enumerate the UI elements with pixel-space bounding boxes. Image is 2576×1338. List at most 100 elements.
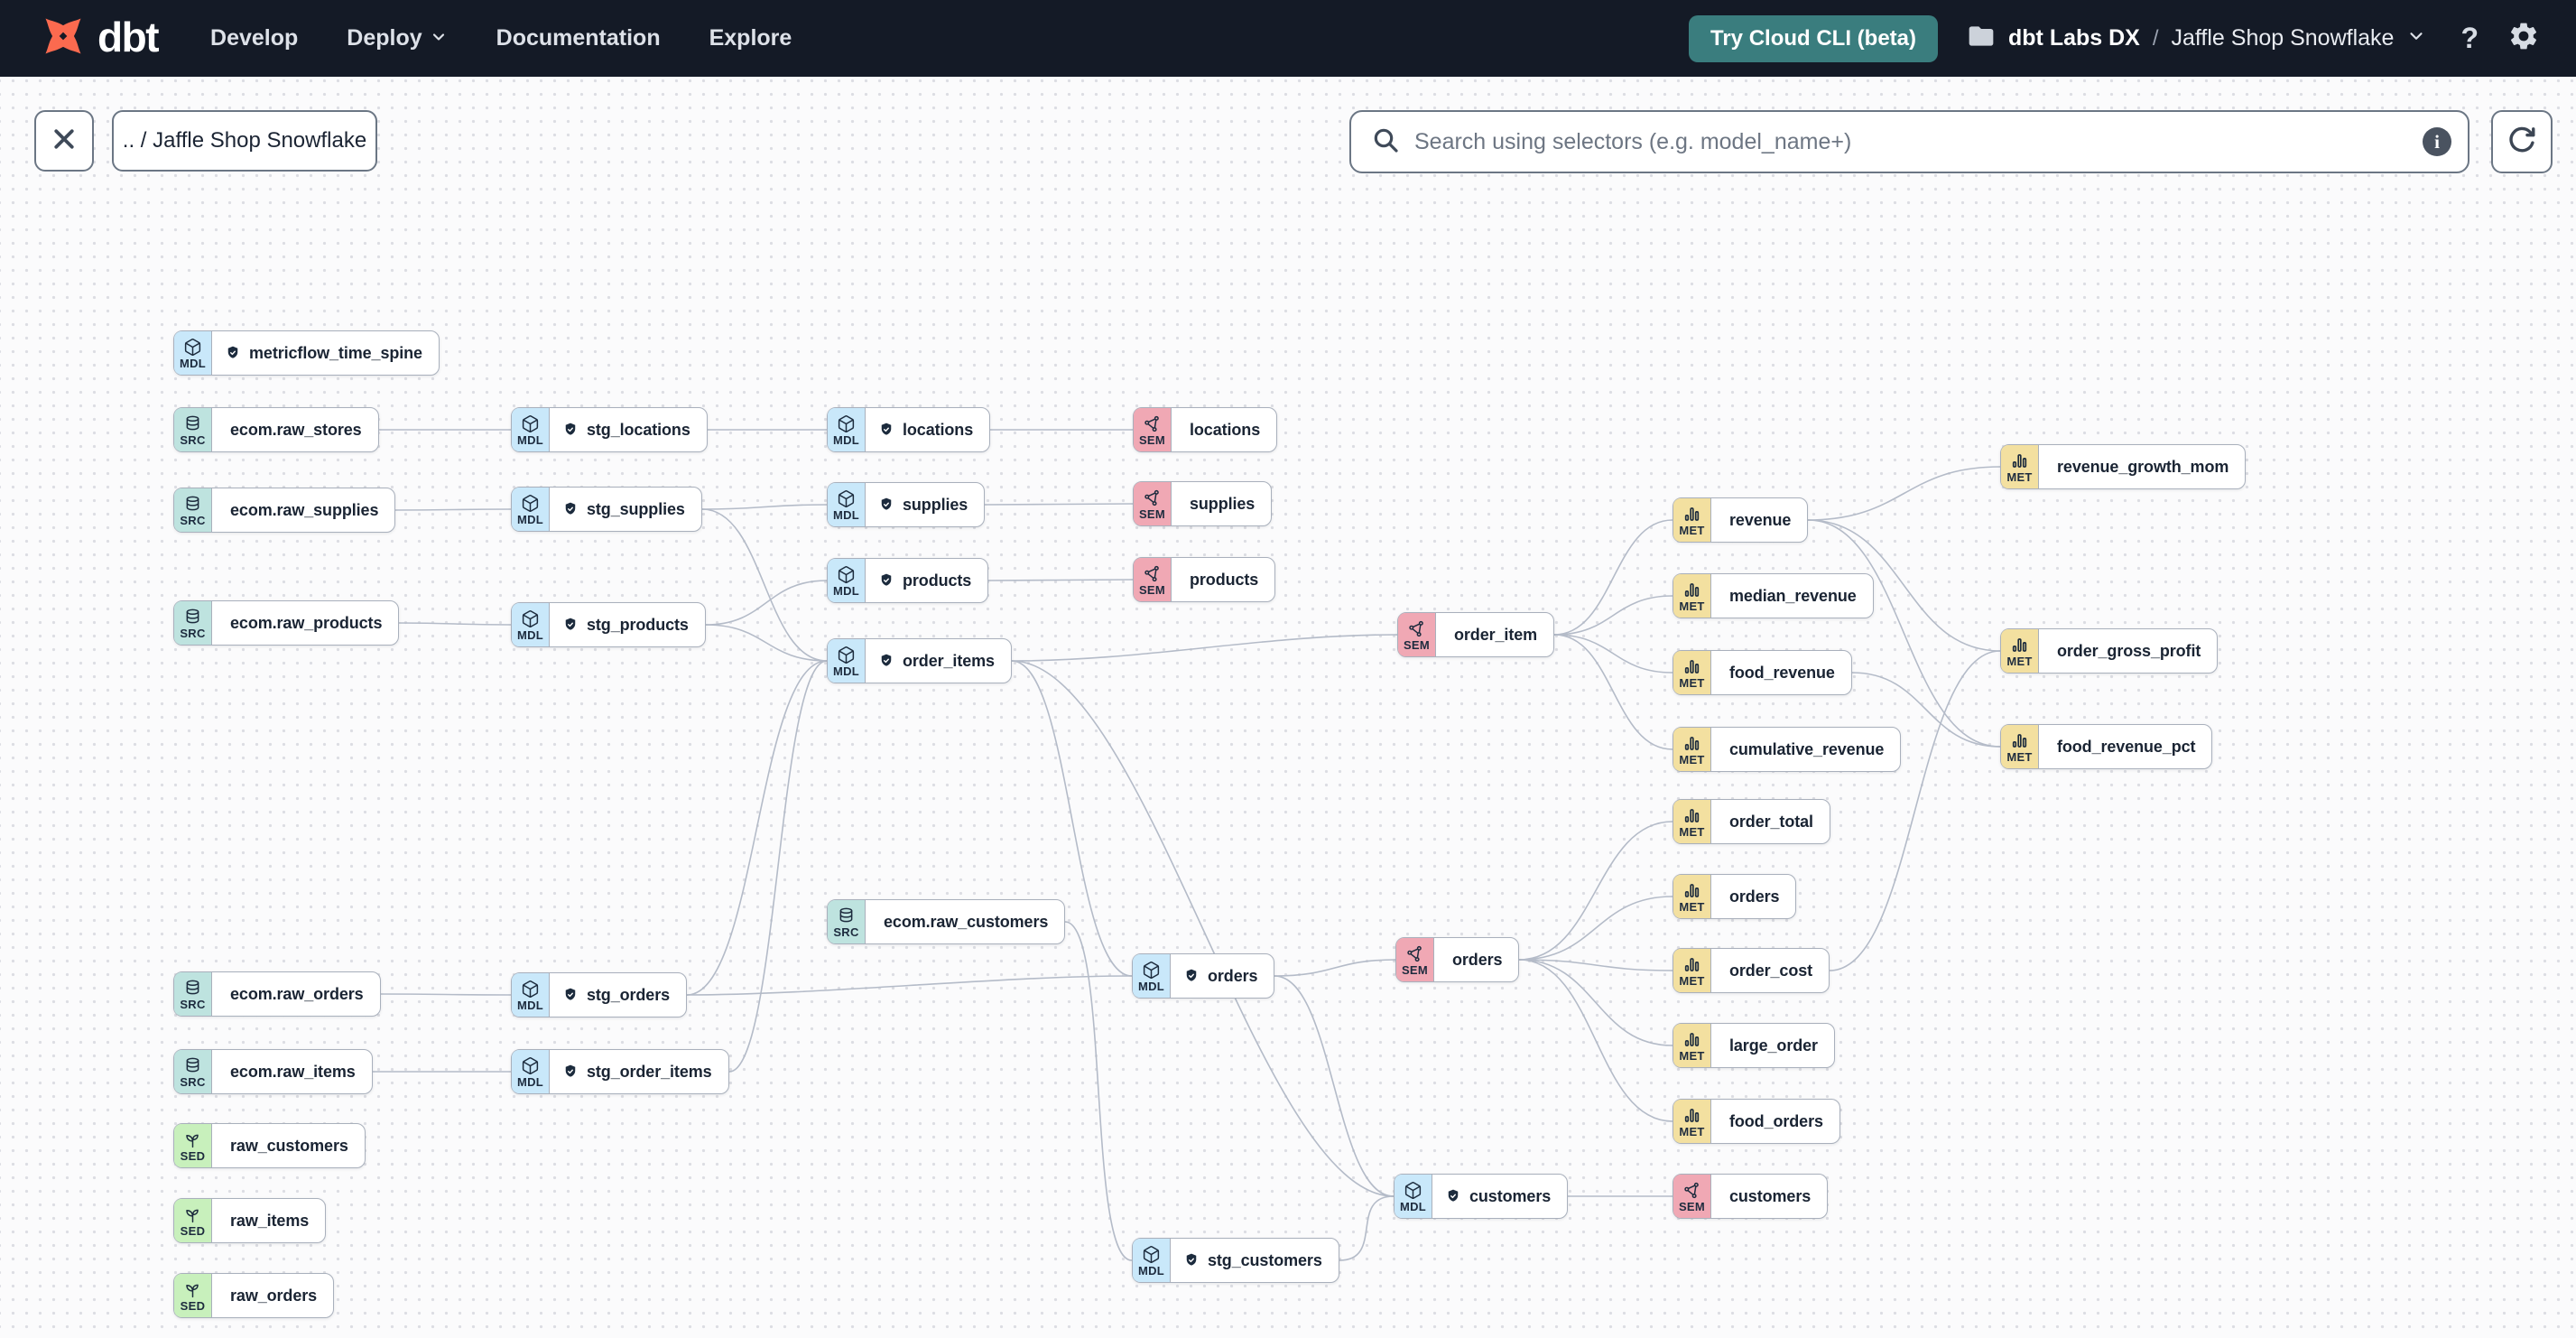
bar-chart-icon — [2010, 636, 2029, 655]
node-type-badge: SED — [174, 1124, 212, 1167]
node-name: raw_items — [230, 1211, 310, 1230]
help-button[interactable]: ? — [2460, 22, 2479, 54]
refresh-lineage-button[interactable] — [2491, 110, 2553, 173]
semantic-graph-icon — [1143, 564, 1162, 583]
cube-icon — [183, 338, 202, 357]
node-type-badge: SRC — [174, 408, 212, 451]
cube-icon — [837, 489, 856, 508]
node-type-label: MDL — [832, 432, 860, 447]
cube-icon — [1142, 1245, 1161, 1264]
lineage-edge-order_items_mdl-to-order_item_sem — [1011, 634, 1398, 662]
nav-item-label: Develop — [210, 25, 299, 51]
node-type-badge: SED — [174, 1199, 212, 1242]
node-name: orders — [1208, 966, 1258, 985]
lineage-edge-order_item_sem-to-cumulative_revenue — [1553, 634, 1673, 750]
cube-icon — [521, 494, 540, 513]
node-type-label: SRC — [180, 513, 206, 527]
cube-icon — [521, 414, 540, 433]
project-name[interactable]: Jaffle Shop Snowflake — [2171, 25, 2395, 51]
lineage-edge-stg_supplies-to-supplies_mdl — [701, 504, 828, 510]
project-breadcrumb[interactable]: dbt Labs DX / Jaffle Shop Snowflake — [1967, 22, 2426, 55]
search-input[interactable] — [1414, 128, 2423, 155]
lineage-node-raw_items[interactable]: SED raw_items — [173, 1198, 327, 1243]
shield-check-icon — [1445, 1188, 1461, 1204]
gear-icon[interactable] — [2507, 20, 2540, 57]
node-type-badge: SRC — [174, 972, 212, 1016]
lineage-edge-stg_customers-to-customers_mdl — [1339, 1195, 1395, 1261]
dbt-brand[interactable]: dbt — [40, 13, 160, 64]
nav-item-documentation[interactable]: Documentation — [496, 25, 661, 51]
node-type-badge: MDL — [1133, 1239, 1171, 1282]
node-type-label: SEM — [1403, 637, 1431, 652]
nav-item-develop[interactable]: Develop — [210, 25, 298, 51]
lineage-edge-stg_order_items-to-order_items_mdl — [728, 660, 828, 1073]
lineage-node-stg_order_items[interactable]: MDL stg_order_items — [511, 1049, 729, 1094]
node-type-badge: MET — [2001, 445, 2039, 488]
bar-chart-icon — [2010, 451, 2029, 470]
lineage-breadcrumb[interactable]: .. / Jaffle Shop Snowflake — [112, 110, 377, 172]
node-name: ecom.raw_customers — [884, 912, 1049, 931]
node-name: cumulative_revenue — [1729, 739, 1885, 758]
node-type-label: MDL — [832, 583, 860, 598]
nav-item-explore[interactable]: Explore — [709, 25, 792, 51]
try-cloud-cli-button[interactable]: Try Cloud CLI (beta) — [1689, 14, 1938, 62]
node-name: raw_orders — [230, 1286, 318, 1305]
node-type-badge: SEM — [1398, 613, 1436, 656]
cube-icon — [521, 1056, 540, 1075]
nav-item-deploy[interactable]: Deploy — [347, 25, 447, 52]
node-name: median_revenue — [1729, 586, 1857, 605]
node-name: stg_order_items — [587, 1062, 712, 1081]
bar-chart-icon — [1682, 1106, 1701, 1125]
close-lineage-button[interactable] — [34, 110, 94, 172]
selector-search: i — [1349, 110, 2469, 173]
lineage-edge-orders_sem-to-orders_met — [1518, 896, 1673, 961]
database-icon — [183, 979, 202, 998]
shield-check-icon — [562, 987, 579, 1003]
node-type-label: MDL — [516, 998, 544, 1012]
info-icon[interactable]: i — [2423, 127, 2451, 156]
node-type-label: MDL — [516, 1074, 544, 1089]
account-name[interactable]: dbt Labs DX — [2008, 25, 2140, 51]
node-type-label: SED — [180, 1223, 206, 1238]
